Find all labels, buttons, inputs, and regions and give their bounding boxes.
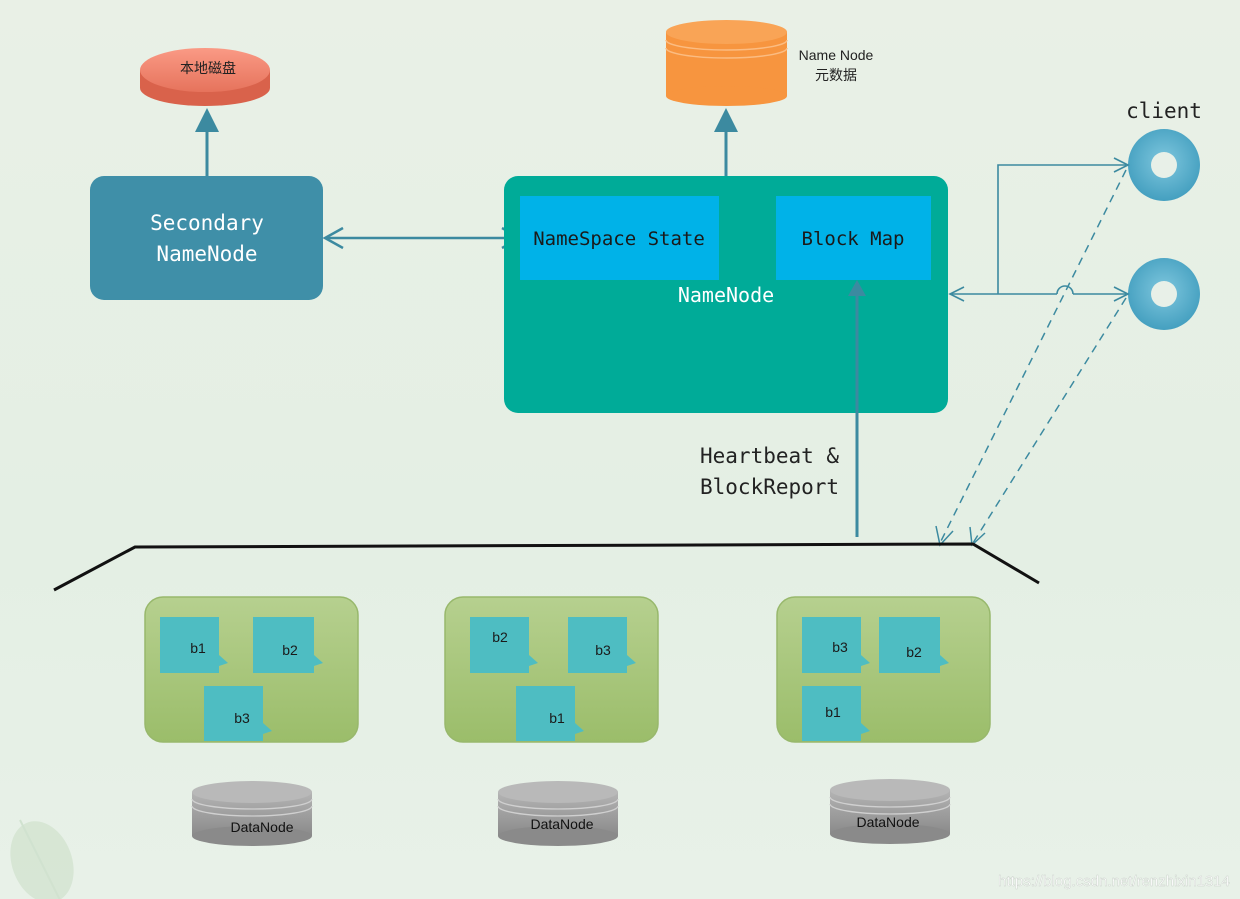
block-3-3: b1 xyxy=(802,686,870,741)
heartbeat-label-line2: BlockReport xyxy=(700,475,839,499)
datanode-cylinder-1: DataNode xyxy=(191,781,313,846)
block-1-2: b2 xyxy=(253,617,323,673)
client-ring-icon-2 xyxy=(1128,258,1200,330)
block-2-2: b3 xyxy=(568,617,636,673)
client-namenode-connectors xyxy=(948,157,1130,302)
block-2-1: b2 xyxy=(470,617,538,673)
metadata-label-line2: 元数据 xyxy=(815,67,857,83)
block-1-3: b3 xyxy=(204,686,272,741)
datanode-network-bus xyxy=(53,542,1040,592)
local-disk-label: 本地磁盘 xyxy=(180,60,236,76)
namespace-state-label: NameSpace State xyxy=(533,228,705,250)
namenode-label: NameNode xyxy=(678,283,774,307)
svg-text:b2: b2 xyxy=(492,629,508,645)
datanode-box-3: b3 b2 b1 xyxy=(776,596,991,743)
secondary-to-disk-arrow xyxy=(195,108,219,177)
secondary-namenode-label-line1: Secondary xyxy=(150,211,264,235)
svg-text:b2: b2 xyxy=(906,644,922,660)
datanode-label-2: DataNode xyxy=(530,816,593,832)
svg-text:b1: b1 xyxy=(825,704,841,720)
svg-text:b3: b3 xyxy=(832,639,848,655)
svg-text:b2: b2 xyxy=(282,642,298,658)
namenode-to-metadata-arrow xyxy=(714,108,738,177)
namenode-box: NameSpace State Block Map NameNode xyxy=(504,176,948,413)
secondary-namenode-label-line2: NameNode xyxy=(156,242,257,266)
client-ring-icon-1 xyxy=(1128,129,1200,201)
watermark-url: https://blog.csdn.net/renzhixin1314 xyxy=(998,873,1230,890)
block-3-1: b3 xyxy=(802,617,870,673)
svg-text:b3: b3 xyxy=(595,642,611,658)
datanode-box-2: b2 b3 b1 xyxy=(444,596,659,743)
svg-text:b3: b3 xyxy=(234,710,250,726)
client-label: client xyxy=(1126,99,1202,123)
datanode-box-1: b1 b2 b3 xyxy=(144,596,359,743)
local-disk-cylinder: 本地磁盘 xyxy=(140,48,270,106)
metadata-label-line1: Name Node xyxy=(799,47,874,63)
secondary-namenode-sync-arrow xyxy=(322,226,523,250)
heartbeat-arrow xyxy=(848,280,866,537)
secondary-namenode-box: Secondary NameNode xyxy=(90,176,323,300)
block-2-3: b1 xyxy=(516,686,584,741)
block-1-1: b1 xyxy=(160,617,228,673)
datanode-label-1: DataNode xyxy=(230,819,293,835)
datanode-label-3: DataNode xyxy=(856,814,919,830)
block-3-2: b2 xyxy=(879,617,949,673)
svg-text:b1: b1 xyxy=(190,640,206,656)
client-datanode-dashed-arrows xyxy=(939,169,1127,544)
datanode-cylinder-2: DataNode xyxy=(497,781,619,846)
heartbeat-label-line1: Heartbeat & xyxy=(700,444,839,468)
datanode-cylinder-3: DataNode xyxy=(829,779,951,844)
metadata-store-cylinder xyxy=(665,20,788,106)
block-map-label: Block Map xyxy=(802,228,905,250)
svg-text:b1: b1 xyxy=(549,710,565,726)
leaf-watermark-icon xyxy=(10,819,74,899)
